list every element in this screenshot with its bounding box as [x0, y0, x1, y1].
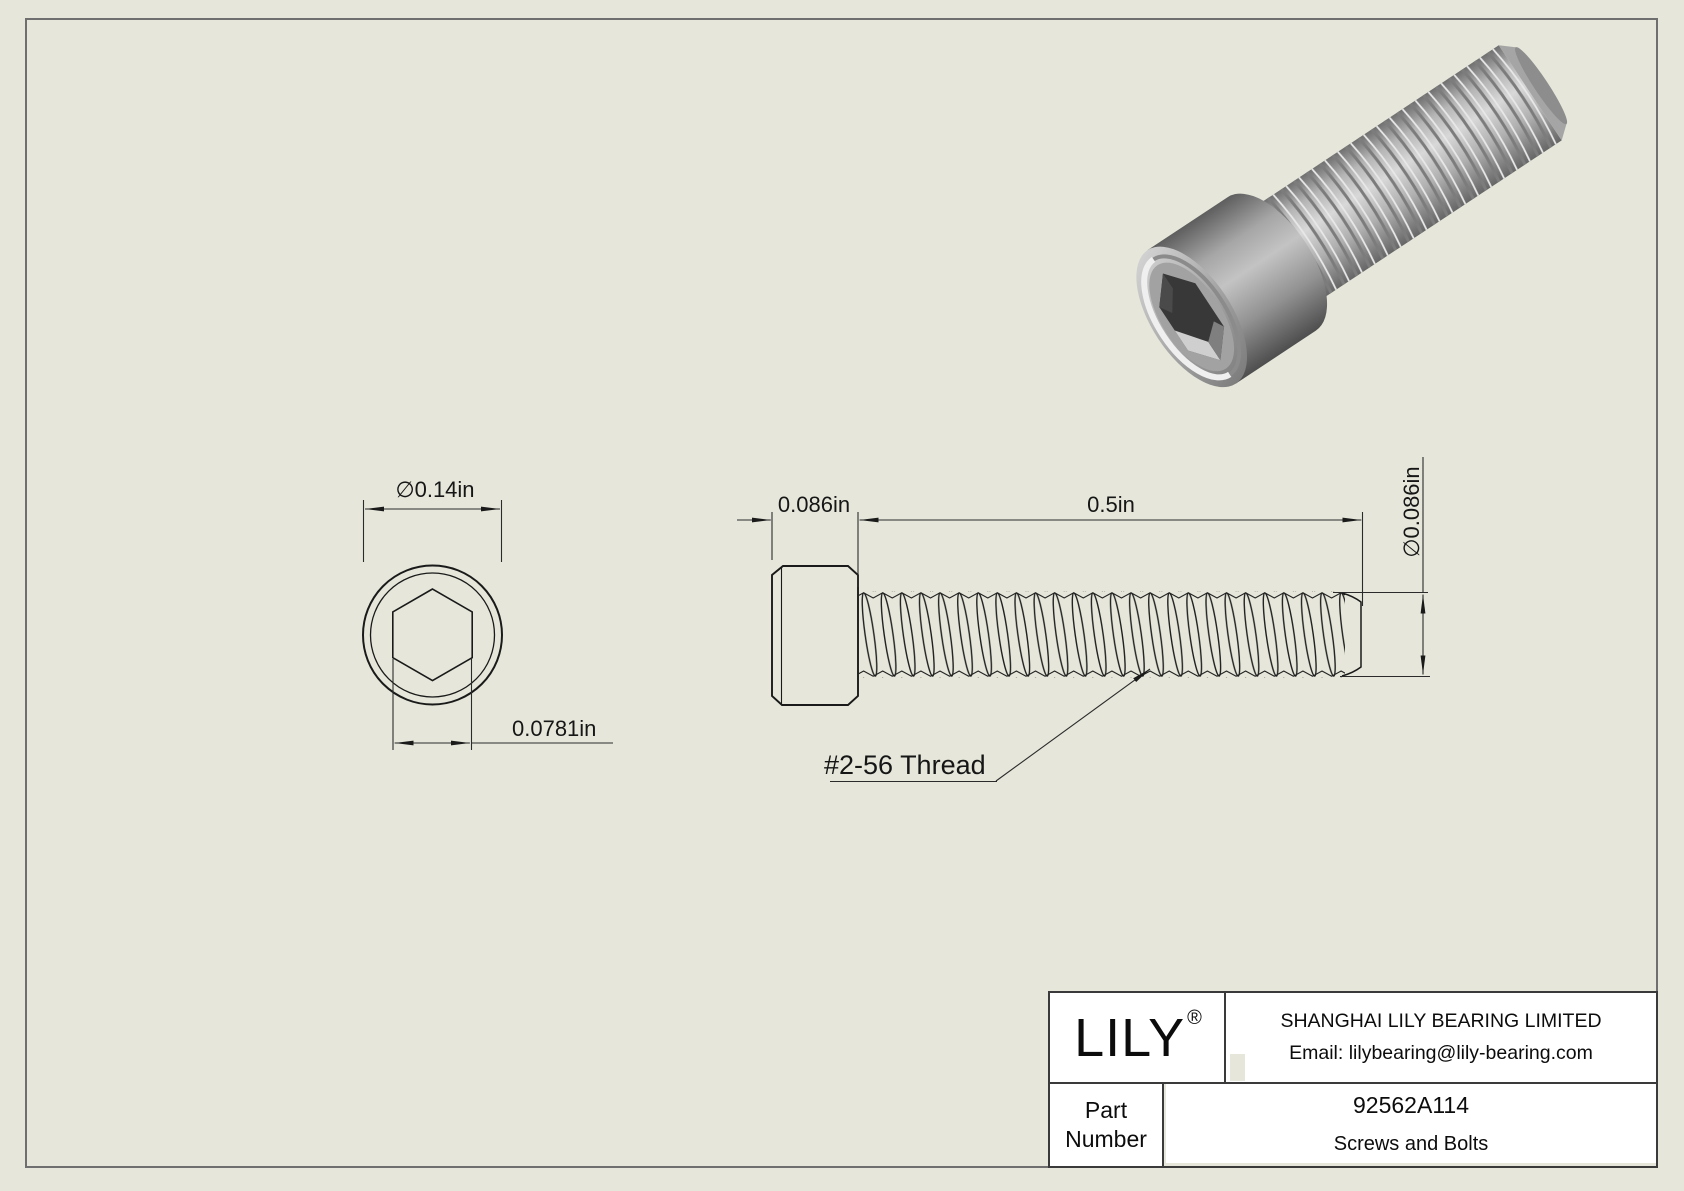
thread-hatching [859, 591, 1345, 678]
side-view-diameter-dim [1333, 457, 1430, 678]
end-view-diameter-label: ∅0.14in [395, 477, 475, 502]
screw-3d-render [1136, 45, 1568, 388]
sheet-border [25, 18, 1658, 1168]
end-view-socket-dim [392, 659, 613, 750]
end-view [362, 500, 613, 750]
part-label-cell: Part Number [1050, 1084, 1164, 1166]
registered-mark: ® [1187, 1007, 1202, 1029]
side-view-length-dims [737, 512, 1364, 606]
thread-ridges-3d [1240, 45, 1562, 312]
part-category: Screws and Bolts [1333, 1132, 1489, 1155]
screw-head-outline [771, 565, 859, 706]
thread-end-chamfer [1341, 592, 1362, 677]
company-email: Email: lilybearing@lily-bearing.com [1289, 1042, 1593, 1064]
hex-socket-outline [391, 588, 474, 682]
company-cell: SHANGHAI LILY BEARING LIMITED Email: lil… [1226, 993, 1656, 1084]
background-patch-artifact [1230, 1054, 1245, 1081]
thread-length-label: 0.5in [1087, 492, 1135, 517]
company-logo: LILY [1074, 1007, 1186, 1068]
side-view [737, 457, 1430, 783]
logo-cell: LILY ® [1050, 993, 1226, 1084]
end-view-socket-label: 0.0781in [512, 716, 597, 741]
head-side-3d [1147, 193, 1328, 384]
part-value-cell: 92562A114 Screws and Bolts [1166, 1084, 1656, 1163]
head-length-label: 0.086in [777, 492, 851, 517]
thread-spec-label: #2-56 Thread [824, 750, 986, 780]
company-name: SHANGHAI LILY BEARING LIMITED [1280, 1010, 1602, 1032]
title-block: LILY ® SHANGHAI LILY BEARING LIMITED Ema… [1048, 991, 1658, 1168]
shaft-diameter-label: ∅0.086in [1399, 466, 1424, 558]
end-view-diameter-dim [362, 500, 503, 562]
thread-spec-leader [830, 668, 1151, 783]
hex-socket-3d [1159, 273, 1225, 361]
part-number-label: Part Number [1065, 1097, 1147, 1152]
part-number-value: 92562A114 [1353, 1091, 1469, 1118]
